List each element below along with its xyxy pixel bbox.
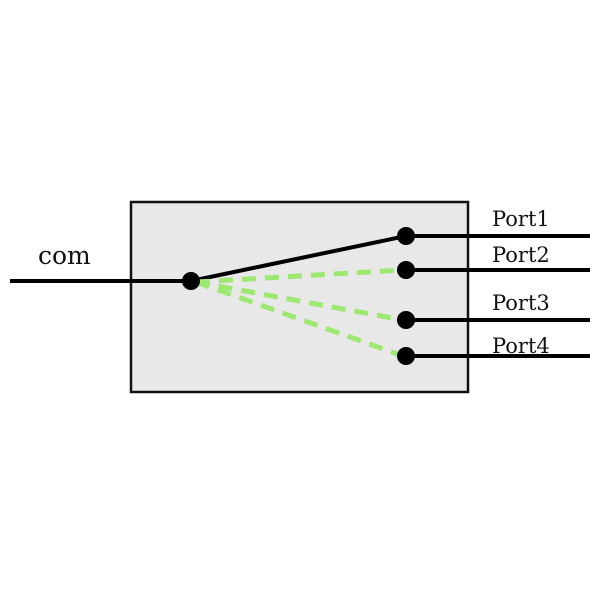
- port4-label: Port4: [492, 334, 550, 358]
- active-switch-arm: [190, 234, 407, 283]
- port4-node: [397, 347, 415, 365]
- port3-label: Port3: [492, 291, 550, 315]
- port1-label: Port1: [492, 207, 550, 231]
- inactive-path-port4: [195, 279, 404, 359]
- inactive-path-port3: [195, 279, 404, 323]
- port1-node: [397, 227, 415, 245]
- port3-node: [397, 311, 415, 329]
- common-label: com: [38, 241, 91, 270]
- inactive-path-port2: [195, 267, 404, 285]
- port2-label: Port2: [492, 243, 550, 267]
- port2-node: [397, 261, 415, 279]
- common-node: [182, 272, 200, 290]
- switch-box: [129, 200, 470, 394]
